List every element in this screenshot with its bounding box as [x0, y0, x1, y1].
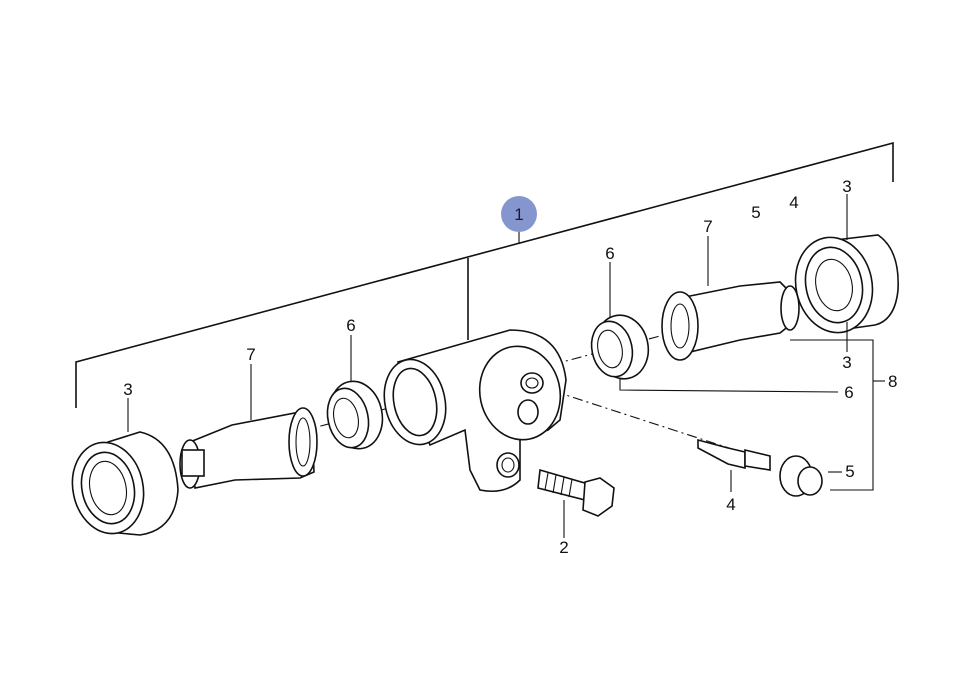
- bleeder-axis: [534, 384, 736, 451]
- callout-1[interactable]: 1: [514, 205, 523, 224]
- wheel-cylinder-body: [383, 329, 567, 493]
- dust-boot-left: [71, 431, 179, 536]
- callout-8: 8: [888, 372, 897, 391]
- bleeder-valve: [697, 438, 771, 471]
- dust-cap: [779, 455, 823, 497]
- callout-4-top: 4: [789, 193, 798, 212]
- leader-lines: [127, 194, 885, 538]
- callout-7-right: 7: [703, 217, 712, 236]
- callout-4: 4: [726, 495, 735, 514]
- callout-5: 5: [845, 462, 854, 481]
- callout-2: 2: [559, 538, 568, 557]
- callout-7-left: 7: [246, 345, 255, 364]
- highlight-circle: [501, 196, 537, 232]
- callout-3-right-top: 3: [842, 177, 851, 196]
- assembly-bracket: [75, 141, 894, 408]
- callout-6-left: 6: [346, 316, 355, 335]
- callout-6-right-bottom: 6: [844, 383, 853, 402]
- callout-5-top: 5: [751, 203, 760, 222]
- callout-3-right-bottom: 3: [842, 353, 851, 372]
- callout-3-left: 3: [123, 380, 132, 399]
- cup-seal-right: [590, 314, 650, 380]
- piston-left: [179, 407, 318, 489]
- piston-right: [661, 281, 800, 361]
- cup-seal-left: [326, 380, 384, 450]
- mounting-bolt: [537, 468, 615, 517]
- callout-6-right-top: 6: [605, 244, 614, 263]
- dust-boot-right: [794, 234, 899, 334]
